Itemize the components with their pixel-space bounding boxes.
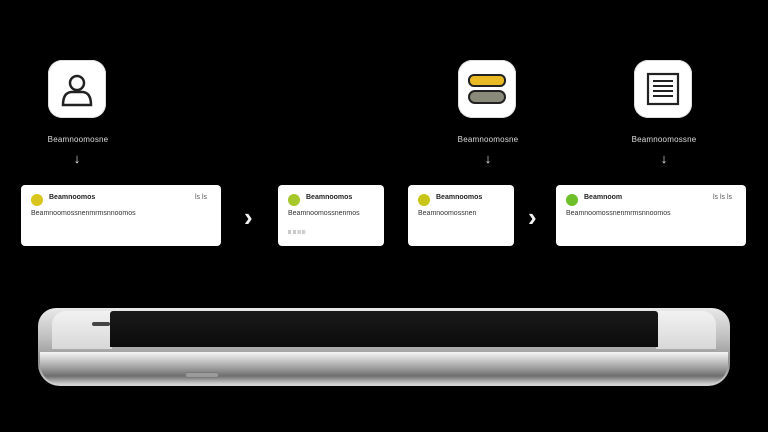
- phone-screen: [110, 311, 658, 347]
- storage-icon: [468, 74, 506, 104]
- app-dot-icon: [566, 194, 578, 206]
- phone-bezel-right: [656, 311, 716, 349]
- phone-speaker-icon: [92, 322, 110, 326]
- card-title: Beamnoom: [584, 194, 623, 201]
- down-arrow-icon: ↓: [73, 151, 81, 166]
- card-body: Beamnoomossnenmrmsnnoomos: [566, 210, 671, 217]
- card-time: ls ls: [194, 194, 207, 201]
- card-subtext: lll lll lll lll: [288, 230, 306, 236]
- card-title: Beamnoomos: [49, 194, 96, 201]
- notification-card[interactable]: Beamnoomos Beamnoomossnenmos lll lll lll…: [278, 185, 384, 246]
- step-caption: Beamnoomossne: [631, 135, 697, 144]
- phone-edge: [40, 352, 728, 384]
- document-list-icon: [646, 72, 680, 106]
- app-dot-icon: [288, 194, 300, 206]
- down-arrow-icon: ↓: [660, 151, 668, 166]
- card-body: Beamnoomossnenmos: [288, 210, 360, 217]
- chevron-right-icon: ›: [528, 202, 537, 232]
- app-dot-icon: [31, 194, 43, 206]
- card-body: Beamnoomossnen: [418, 210, 477, 217]
- storage-icon-tile: [458, 60, 516, 118]
- card-body: Beamnoomossnenmrmsnnoomos: [31, 210, 136, 217]
- card-title: Beamnoomos: [306, 194, 353, 201]
- card-time: ls ls ls: [712, 194, 732, 201]
- chevron-right-icon: ›: [244, 202, 253, 232]
- card-title: Beamnoomos: [436, 194, 483, 201]
- app-dot-icon: [418, 194, 430, 206]
- down-arrow-icon: ↓: [484, 151, 492, 166]
- phone-side-button[interactable]: [186, 373, 218, 377]
- notification-card[interactable]: Beamnoom ls ls ls Beamnoomossnenmrmsnnoo…: [556, 185, 746, 246]
- user-icon-tile: [48, 60, 106, 118]
- user-icon: [61, 74, 93, 107]
- notification-card[interactable]: Beamnoomos Beamnoomossnen: [408, 185, 514, 246]
- step-caption: Beamnoomosne: [47, 135, 109, 144]
- step-caption: Beamnoomosne: [457, 135, 519, 144]
- phone-bezel-left: [52, 311, 112, 349]
- document-list-icon-tile: [634, 60, 692, 118]
- notification-card[interactable]: Beamnoomos ls ls Beamnoomossnenmrmsnnoom…: [21, 185, 221, 246]
